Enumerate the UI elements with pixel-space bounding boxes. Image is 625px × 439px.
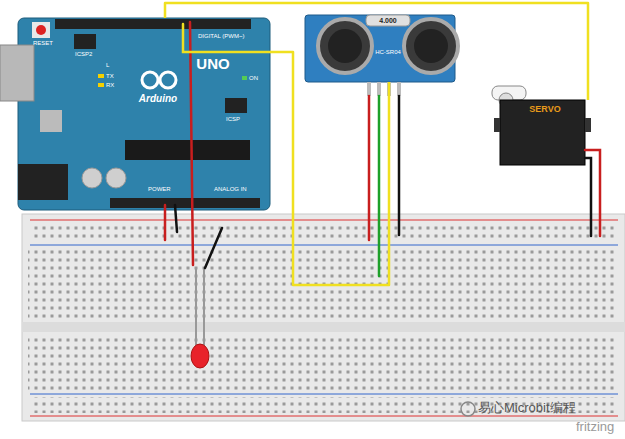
breadboard (22, 214, 625, 421)
servo-motor: SERVO (500, 100, 585, 165)
header-label: POWER (148, 186, 171, 193)
ultrasonic-sensor: 4.000HC-SR04 (305, 15, 455, 82)
board-label: ON (249, 75, 258, 82)
board-label: RESET (33, 40, 53, 47)
led (191, 268, 209, 368)
board-label: ICSP2 (75, 51, 92, 58)
watermark-icon (461, 402, 475, 416)
wires (165, 22, 600, 276)
watermark: fritzing (576, 420, 614, 434)
node-text: Arduino (139, 93, 177, 104)
node-text: HC-SR04 (375, 49, 401, 56)
yellow-wire (270, 52, 389, 285)
node-text: UNO (196, 56, 229, 73)
arduino-board (0, 18, 270, 210)
watermark: 易心Microbit编程 (478, 401, 576, 415)
yellow-wire (165, 3, 588, 100)
node-text: SERVO (529, 105, 560, 115)
header-label: DIGITAL (PWM~) (198, 33, 245, 40)
ultrasonic-sensor (305, 15, 458, 96)
board-label: L (106, 62, 109, 69)
node-text: 4.000 (379, 17, 397, 25)
board-label: RX (106, 82, 114, 89)
board-label: ICSP (226, 116, 240, 123)
header-label: ANALOG IN (214, 186, 247, 193)
servo-motor (492, 86, 591, 165)
board-label: TX (106, 73, 114, 80)
arduino-board: Arduino UNO (18, 18, 270, 210)
